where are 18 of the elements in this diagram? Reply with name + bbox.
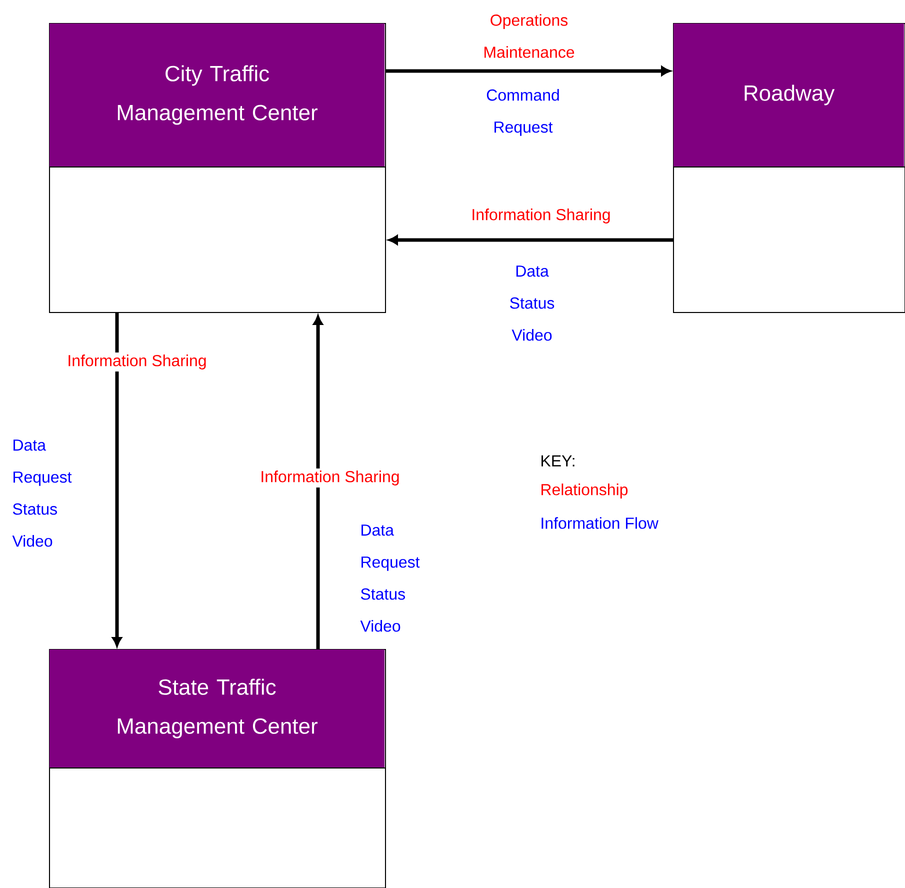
arrow — [313, 316, 323, 649]
arrow — [112, 313, 122, 646]
legend-entry: Information Flow — [542, 517, 658, 529]
legend-entry: Relationship — [542, 484, 628, 498]
flow-label: Data Request Status Video — [12, 440, 72, 547]
arrow — [386, 66, 670, 76]
flow-label: Data Request Status Video — [360, 524, 420, 632]
flow-label: Data Status Video — [510, 266, 554, 341]
edge-label: Information Sharing — [65, 352, 209, 372]
entity-box: Roadway — [672, 23, 905, 313]
edge-label: Information Sharing — [258, 468, 402, 488]
edge-label: Information Sharing — [469, 206, 613, 226]
arrow — [388, 235, 673, 245]
entity-box: City Traffic Management Center — [48, 23, 386, 313]
key-heading: KEY: — [542, 455, 574, 466]
entity-box: State Traffic Management Center — [48, 649, 386, 888]
flow-label: Command Request — [486, 89, 559, 136]
edge-label: Operations Maintenance — [472, 12, 586, 60]
